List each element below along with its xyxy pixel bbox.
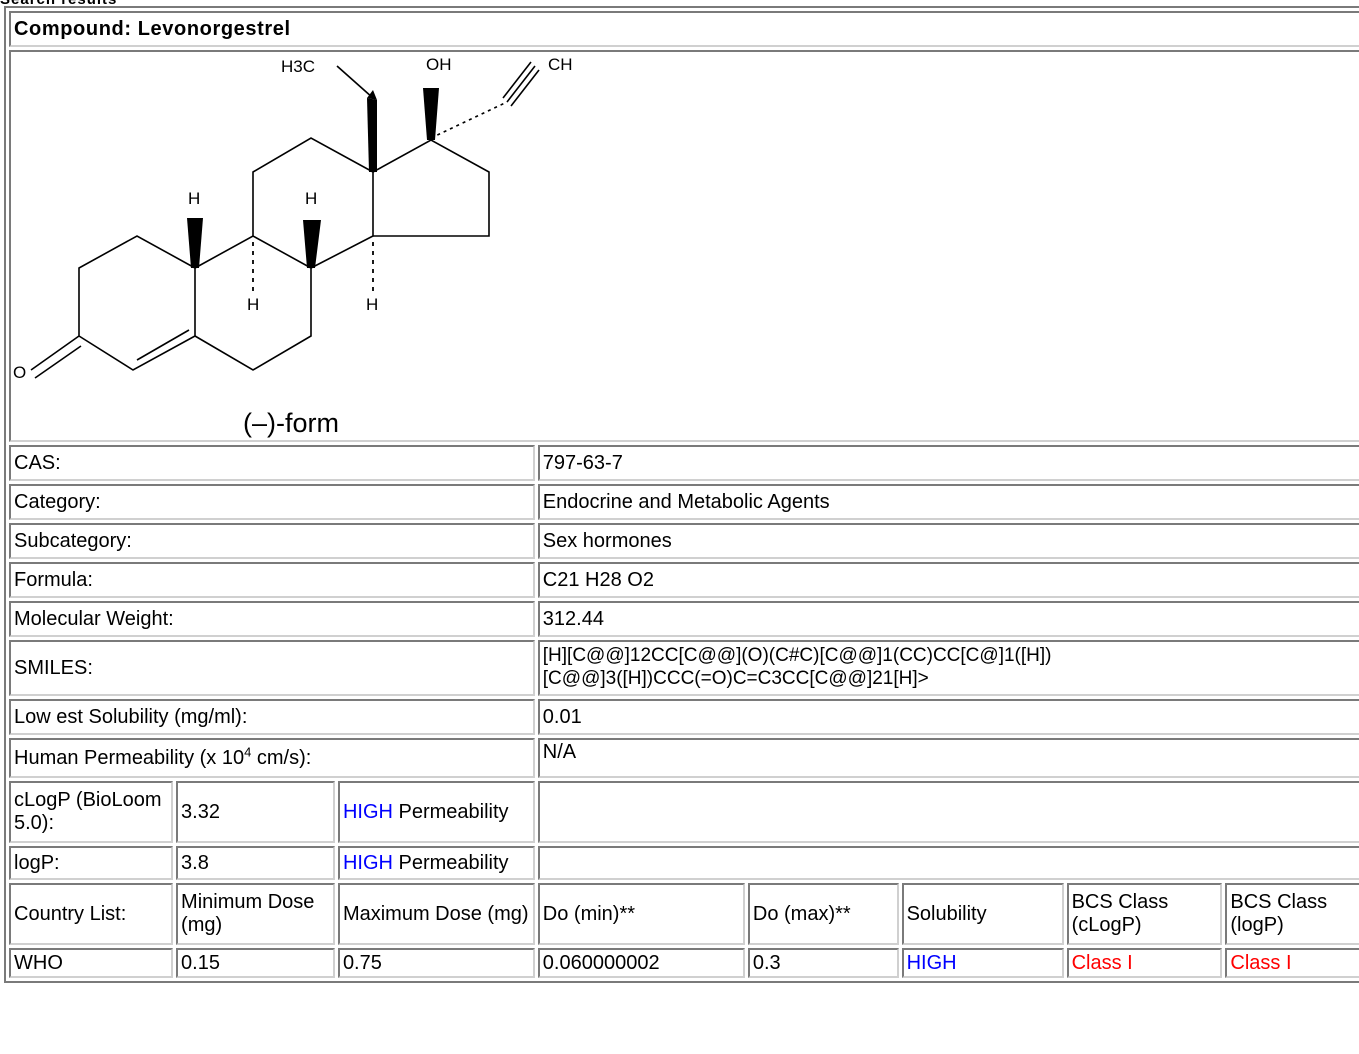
- category-label: Category:: [9, 484, 535, 520]
- row-min-dose: 0.15: [176, 948, 335, 978]
- logp-value: 3.8: [176, 846, 335, 880]
- smiles-line-1: [H][C@@]12CC[C@@](O)(C#C)[C@@]1(CC)CC[C@…: [542, 645, 1052, 667]
- row-do-min: 0.060000002: [537, 948, 745, 978]
- h-label-4: H: [366, 295, 378, 314]
- category-value: Endocrine and Metabolic Agents: [537, 484, 1359, 520]
- solubility-value: 0.01: [537, 699, 1359, 735]
- subcategory-value: Sex hormones: [537, 523, 1359, 559]
- h-label-3: H: [247, 295, 259, 314]
- row-country: WHO: [9, 948, 174, 978]
- h3c-label: H3C: [281, 57, 315, 76]
- header-do-min: Do (min)**: [537, 883, 745, 945]
- row-bcs-clogp: Class I: [1066, 948, 1223, 978]
- cas-label: CAS:: [9, 445, 535, 481]
- compound-table: Compound: Levonorgestrel: [4, 6, 1359, 983]
- cas-value: 797-63-7: [537, 445, 1359, 481]
- structure-diagram: H3C OH CH H H H H O (–)-form: [13, 55, 573, 438]
- logp-empty: [537, 846, 1359, 880]
- ch-label: CH: [548, 55, 573, 74]
- header-bcs-logp: BCS Class (logP): [1225, 883, 1359, 945]
- header-max-dose: Maximum Dose (mg): [337, 883, 535, 945]
- row-bcs-logp: Class I: [1225, 948, 1359, 978]
- header-solubility: Solubility: [901, 883, 1064, 945]
- logp-label: logP:: [9, 846, 174, 880]
- clogp-label: cLogP (BioLoom 5.0):: [9, 781, 174, 843]
- row-solubility: HIGH: [901, 948, 1064, 978]
- structure-cell: H3C OH CH H H H H O (–)-form: [9, 50, 1359, 442]
- table-row: WHO 0.15 0.75 0.060000002 0.3 HIGH Class…: [9, 948, 1359, 978]
- solubility-label: Low est Solubility (mg/ml):: [9, 699, 535, 735]
- smiles-label: SMILES:: [9, 640, 535, 696]
- compound-title: Compound: Levonorgestrel: [9, 11, 1359, 47]
- permeability-value: N/A: [537, 738, 1359, 778]
- clogp-permeability: HIGH Permeability: [337, 781, 535, 843]
- row-max-dose: 0.75: [337, 948, 535, 978]
- smiles-line-2: [C@@]3([H])CCC(=O)C=C3CC[C@@]21[H]>: [542, 668, 929, 689]
- clogp-value: 3.32: [176, 781, 335, 843]
- logp-permeability: HIGH Permeability: [337, 846, 535, 880]
- subcategory-label: Subcategory:: [9, 523, 535, 559]
- formula-label: Formula:: [9, 562, 535, 598]
- permeability-label: Human Permeability (x 104 cm/s):: [9, 738, 535, 778]
- molecular-weight-label: Molecular Weight:: [9, 601, 535, 637]
- clogp-empty: [537, 781, 1359, 843]
- header-do-max: Do (max)**: [747, 883, 899, 945]
- h-label-2: H: [305, 189, 317, 208]
- molecular-weight-value: 312.44: [537, 601, 1359, 637]
- truncated-header: Search results: [0, 0, 117, 8]
- header-country: Country List:: [9, 883, 174, 945]
- header-bcs-clogp: BCS Class (cLogP): [1066, 883, 1223, 945]
- header-min-dose: Minimum Dose (mg): [176, 883, 335, 945]
- o-label: O: [13, 363, 26, 382]
- row-do-max: 0.3: [747, 948, 899, 978]
- oh-label: OH: [426, 55, 452, 74]
- form-label: (–)-form: [243, 408, 339, 438]
- smiles-value: [H][C@@]12CC[C@@](O)(C#C)[C@@]1(CC)CC[C@…: [537, 640, 1359, 696]
- h-label-1: H: [188, 189, 200, 208]
- formula-value: C21 H28 O2: [537, 562, 1359, 598]
